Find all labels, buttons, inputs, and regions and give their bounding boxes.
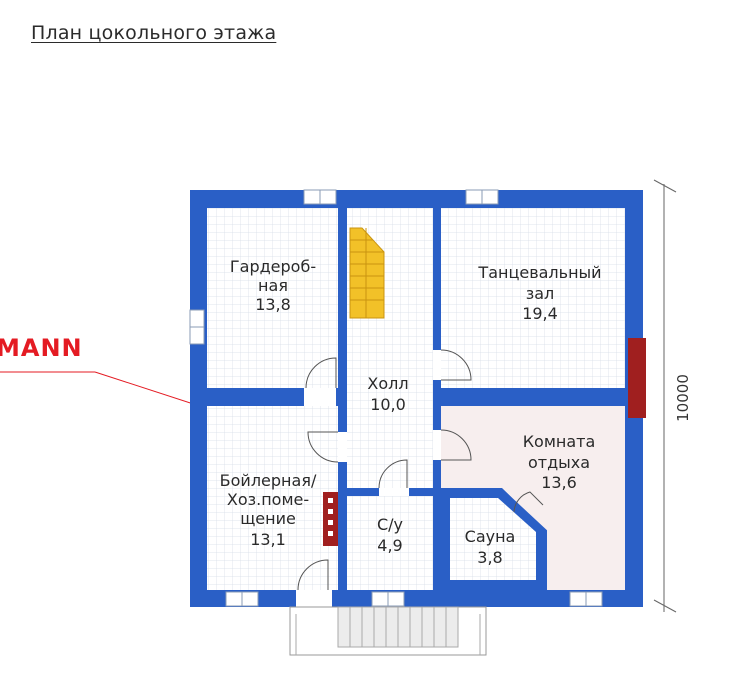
floor-boiler (207, 406, 338, 590)
chimney-boiler-vents (328, 498, 333, 536)
room-boiler-area: 13,1 (250, 530, 286, 549)
dimension-label: 10000 (674, 374, 692, 422)
room-wc-area: 4,9 (377, 536, 402, 555)
floor-sauna (450, 498, 536, 580)
room-boiler-name-3: щение (240, 509, 296, 528)
room-dance-area: 19,4 (522, 304, 558, 323)
room-hall-area: 10,0 (370, 395, 406, 414)
room-wc-name: С/у (377, 515, 403, 534)
floor-dance (441, 208, 625, 388)
room-dance-name-1: Танцевальный (477, 263, 601, 282)
dimension-line (653, 179, 677, 613)
floor-wardrobe (207, 208, 338, 388)
room-wardrobe: Гардероб- ная 13,8 (230, 257, 316, 314)
stairs (349, 227, 385, 319)
room-rest: Комната отдыха 13,6 (523, 432, 596, 492)
room-hall: Холл 10,0 (367, 374, 408, 414)
room-rest-name-1: Комната (523, 432, 596, 451)
window-mullions (190, 190, 587, 606)
room-rest-area: 13,6 (541, 473, 577, 492)
room-wardrobe-name-1: Гардероб- (230, 257, 316, 276)
room-wc: С/у 4,9 (377, 515, 403, 555)
page-title: План цокольного этажа (31, 22, 277, 44)
floor-rest (441, 406, 625, 590)
room-boiler-name-1: Бойлерная/ (220, 471, 317, 490)
room-sauna-name: Сауна (465, 527, 516, 546)
room-dance: Танцевальный зал 19,4 (477, 263, 601, 323)
room-rest-name-2: отдыха (528, 453, 590, 472)
stair-steps (350, 228, 384, 318)
door-swings (297, 349, 544, 591)
chimney-right (628, 338, 646, 418)
porch (289, 606, 487, 656)
sauna-walls (441, 488, 547, 590)
floor-wc (347, 496, 433, 590)
brand-logo-text: MANN (0, 334, 83, 362)
door-openings (296, 350, 441, 607)
room-dance-name-2: зал (526, 284, 555, 303)
room-sauna-area: 3,8 (477, 548, 502, 567)
room-wardrobe-area: 13,8 (255, 295, 291, 314)
room-wardrobe-name-2: ная (258, 276, 288, 295)
room-hall-name: Холл (367, 374, 408, 393)
room-sauna: Сауна 3,8 (465, 527, 516, 567)
room-boiler: Бойлерная/ Хоз.поме- щение 13,1 (220, 471, 317, 549)
chimney-boiler (323, 492, 338, 546)
room-boiler-name-2: Хоз.поме- (227, 490, 309, 509)
